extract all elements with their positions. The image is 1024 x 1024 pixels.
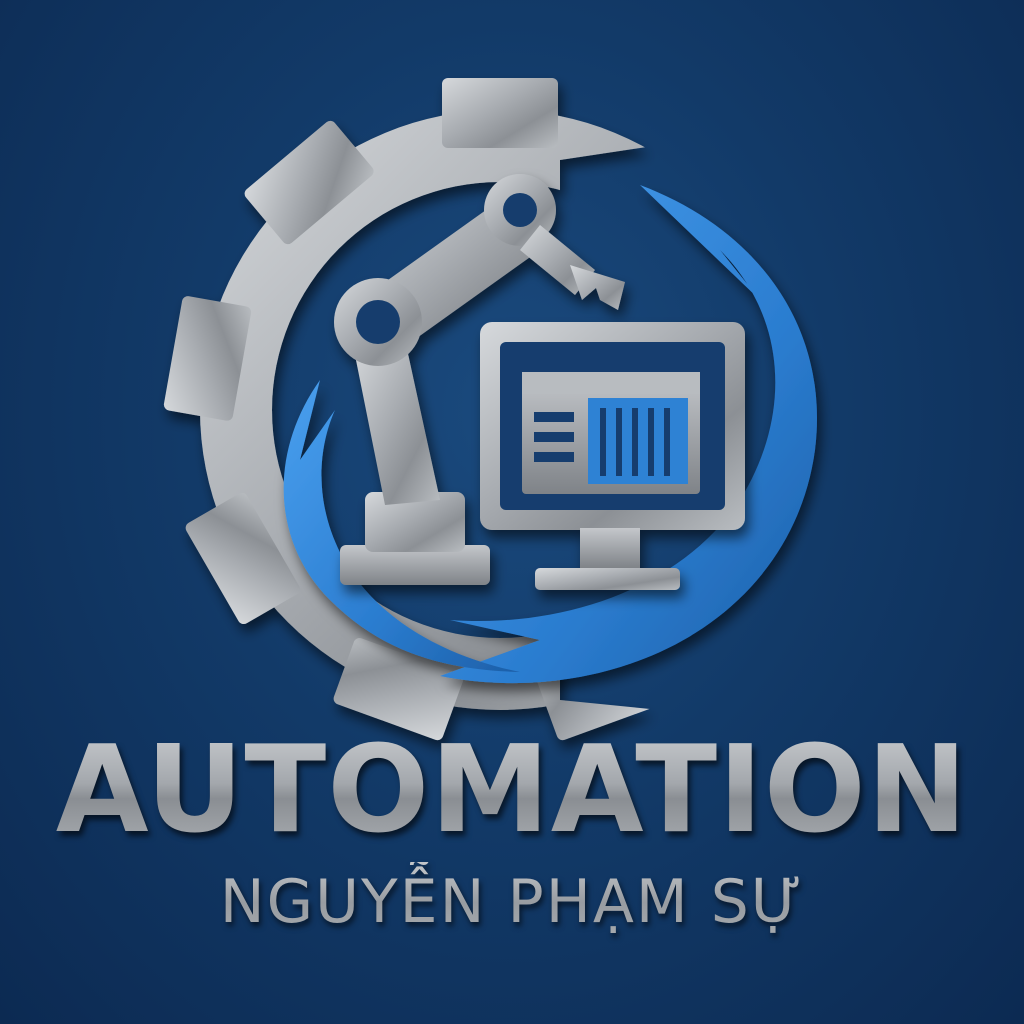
circular-arrows-icon [283, 185, 818, 684]
brand-title: AUTOMATION [0, 716, 1024, 866]
brand-subtitle: NGUYỄN PHẠM SỰ [0, 862, 1024, 942]
robot-arm-icon [334, 174, 625, 585]
computer-monitor-icon [480, 322, 745, 590]
